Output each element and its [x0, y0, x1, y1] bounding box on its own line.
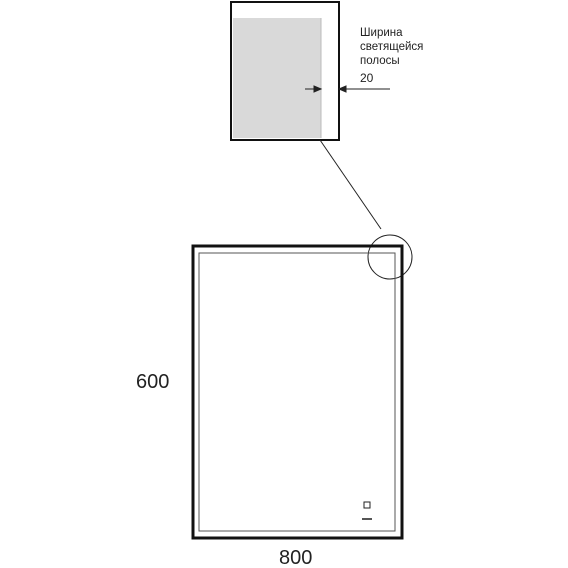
mirror-front-view	[191, 244, 404, 540]
detail-view	[230, 1, 340, 141]
detail-frame-outline	[230, 1, 340, 141]
width-dimension-value: 800	[279, 547, 312, 568]
height-dimension-value: 600	[136, 371, 169, 393]
mirror-outer-frame	[191, 244, 404, 540]
detail-glow-strip	[233, 18, 321, 138]
detail-circle	[367, 234, 413, 280]
strip-width-dimension	[305, 85, 390, 93]
strip-width-value: 20	[360, 71, 374, 85]
strip-width-label-line1: Ширина	[360, 27, 403, 39]
touch-sensor-icon	[363, 501, 371, 509]
brand-mark-icon	[362, 518, 372, 520]
strip-width-label-line2: светящейся	[360, 41, 423, 53]
leader-line	[319, 139, 382, 230]
mirror-glow-strip-outline	[198, 252, 396, 532]
strip-width-label-line3: полосы	[360, 55, 400, 67]
